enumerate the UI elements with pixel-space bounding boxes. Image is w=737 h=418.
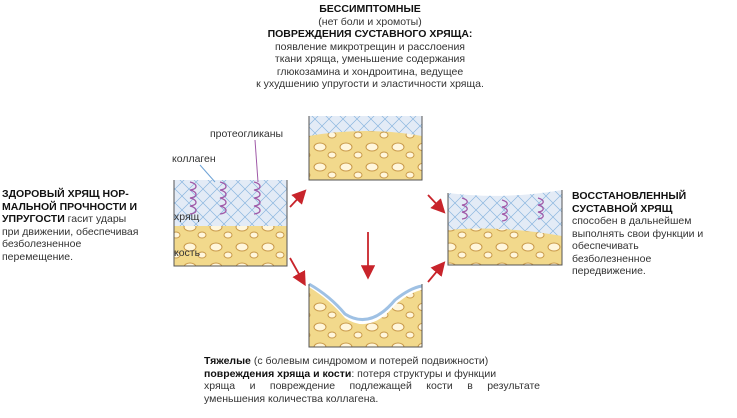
text-line: выполнять свои функции и [572,227,704,240]
text-line: перемещение. [2,250,74,263]
right-heading: СУСТАВНОЙ ХРЯЩ [572,202,673,215]
top-subtitle: (нет боли и хромоты) [318,15,422,28]
arrow-to-severe [289,257,306,287]
text-line: ткани хряща, уменьшение содержания [274,53,466,65]
text-line: хряща и повреждение подлежащей кости в р… [204,380,540,392]
text-line: способен в дальнейшем [572,215,692,227]
left-description: ЗДОРОВЫЙ ХРЯЩ НОР- МАЛЬНОЙ ПРОЧНОСТИ И У… [2,188,172,263]
label-proteoglycans: протеогликаны [210,128,284,140]
text-line: : потеря структуры и функции [351,367,497,380]
text-line: гасит удары [64,213,127,225]
text-line: (с болевым синдромом и потерей подвижнос… [250,355,489,367]
top-title: БЕССИМПТОМНЫЕ [319,3,421,15]
label-bone: кость [174,247,201,259]
left-heading: ЗДОРОВЫЙ ХРЯЩ НОР- [2,188,129,200]
arrow-to-mild [289,189,307,208]
arrow-severe-to-restored [427,261,446,283]
right-heading: ВОССТАНОВЛЕННЫЙ [572,190,687,202]
text-line: при движении, обеспечивая [2,225,139,238]
text-line: безболезненное [2,238,82,250]
bottom-description: Тяжелые (с болевым синдромом и потерей п… [204,355,540,405]
text-line: обеспечивать [572,240,639,252]
top-description: БЕССИМПТОМНЫЕ (нет боли и хромоты) ПОВРЕ… [200,3,540,91]
left-heading: УПРУГОСТИ [2,213,65,225]
text-line: появление микротрещин и расслоения [274,40,465,53]
text-line: к ухудшению упругости и эластичности хря… [256,78,484,90]
text-line: безболезненное [572,252,652,265]
label-cartilage: хрящ [174,211,200,223]
text-line: передвижение. [572,265,646,277]
bottom-heading: Тяжелые [204,355,251,367]
healthy-cartilage-illustration [173,139,288,267]
severe-damage-illustration [308,282,423,348]
left-heading: МАЛЬНОЙ ПРОЧНОСТИ И [2,200,138,213]
bottom-heading: повреждения хряща и кости [204,367,352,380]
mild-damage-illustration [308,116,423,181]
restored-cartilage-illustration [447,190,563,266]
top-heading: ПОВРЕЖДЕНИЯ СУСТАВНОГО ХРЯЩА: [267,28,473,40]
label-collagen: коллаген [172,153,216,165]
text-line: глюкозамина и хондроитина, ведущее [276,65,464,78]
arrow-mild-to-restored [427,194,446,214]
text-line: уменьшения количества коллагена. [204,392,379,405]
right-description: ВОССТАНОВЛЕННЫЙ СУСТАВНОЙ ХРЯЩ способен … [572,190,737,278]
